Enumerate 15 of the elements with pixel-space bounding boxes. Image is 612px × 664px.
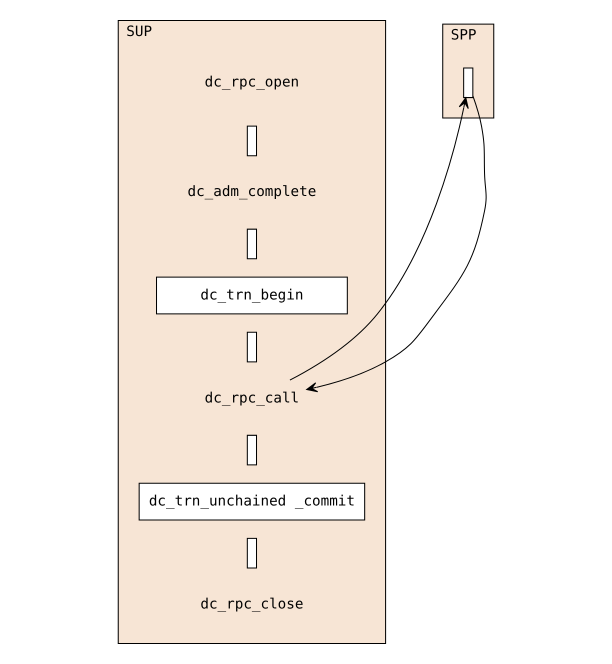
arrow	[306, 96, 487, 392]
node-text: dc_adm_complete	[187, 184, 316, 200]
node-box: dc_trn_begin	[156, 276, 348, 314]
node-text: dc_rpc_open	[204, 74, 300, 91]
node-text: dc_rpc_call	[204, 390, 300, 406]
arrow	[290, 97, 469, 381]
node-bar	[246, 538, 258, 568]
cluster: SPP	[442, 24, 494, 118]
node-bar	[246, 228, 258, 260]
node-bar	[246, 332, 258, 362]
node-text: dc_rpc_close	[200, 596, 304, 612]
node-bar	[463, 67, 474, 98]
node-bar	[246, 434, 258, 466]
node-bar	[246, 126, 258, 156]
node-box: dc_trn_unchained _commit	[138, 482, 366, 521]
